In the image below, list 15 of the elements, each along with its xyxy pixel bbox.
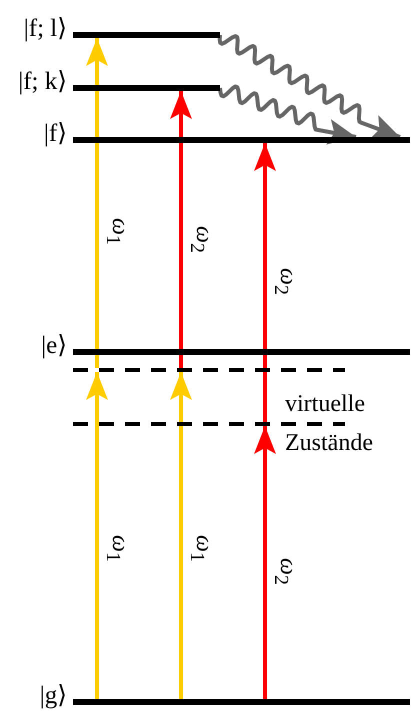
arrow — [86, 372, 108, 699]
annotation-text: Zustände — [285, 431, 373, 455]
arrow — [254, 426, 276, 699]
arrow — [86, 38, 108, 368]
state-label: |g⟩ — [40, 682, 67, 709]
state-label: |f⟩ — [44, 120, 67, 147]
wavy-arrow — [218, 34, 401, 140]
state-label: |e⟩ — [41, 332, 67, 359]
wavy-arrow — [218, 84, 356, 145]
annotation-text: virtuelle — [285, 392, 365, 416]
arrow — [170, 91, 192, 368]
state-label: |f; l⟩ — [24, 14, 67, 42]
state-label: |f; k⟩ — [18, 68, 67, 95]
arrow — [254, 143, 276, 422]
arrow — [170, 372, 192, 699]
